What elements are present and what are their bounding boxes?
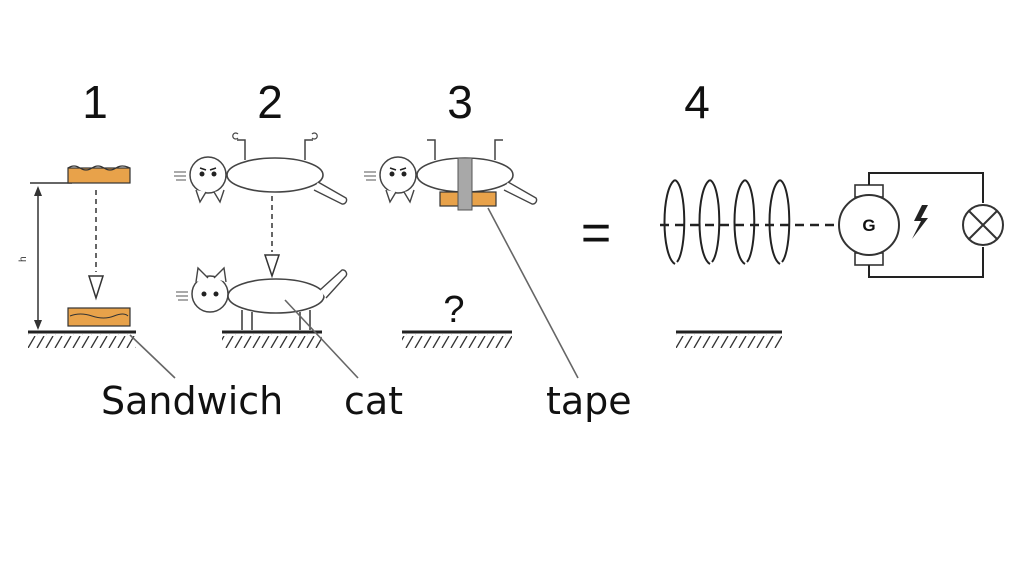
lamp-icon: [962, 204, 1004, 246]
step-number-4: 4: [684, 76, 710, 128]
caption-tape: tape: [546, 379, 632, 423]
circuit-wire-bottom: [868, 247, 984, 278]
step-number-3: 3: [447, 76, 473, 128]
generator-label: G: [862, 216, 875, 235]
step-number-2: 2: [257, 76, 283, 128]
question-mark: ?: [443, 289, 464, 331]
panel-1-falling-sandwich: h: [18, 165, 176, 379]
equals-sign: =: [581, 204, 611, 262]
pointer-cat: [284, 299, 359, 379]
step-number-1: 1: [82, 76, 108, 128]
circuit-wire-top: [868, 172, 984, 203]
height-label: h: [18, 256, 29, 262]
cat-landed: [176, 266, 348, 330]
generator: G: [838, 184, 900, 266]
cat-with-sandwich: [364, 139, 538, 211]
panel-4-generator: G: [660, 172, 1004, 348]
down-arrow-1: [87, 275, 105, 301]
down-arrow-2: [263, 254, 281, 279]
sandwich-top: [67, 165, 131, 184]
pointer-sandwich: [129, 334, 176, 379]
panel-3-cat-with-sandwich: ?: [364, 139, 579, 379]
rotation-coils: [663, 179, 791, 265]
pointer-tape: [487, 207, 579, 379]
cat-upside-down: [174, 132, 348, 205]
panel-2-falling-cat: [174, 132, 359, 379]
tape-strip: [457, 157, 473, 211]
sandwich-landed: [67, 307, 131, 327]
caption-cat: cat: [344, 379, 404, 423]
caption-sandwich: Sandwich: [101, 379, 284, 423]
lightning-icon: [912, 205, 928, 239]
